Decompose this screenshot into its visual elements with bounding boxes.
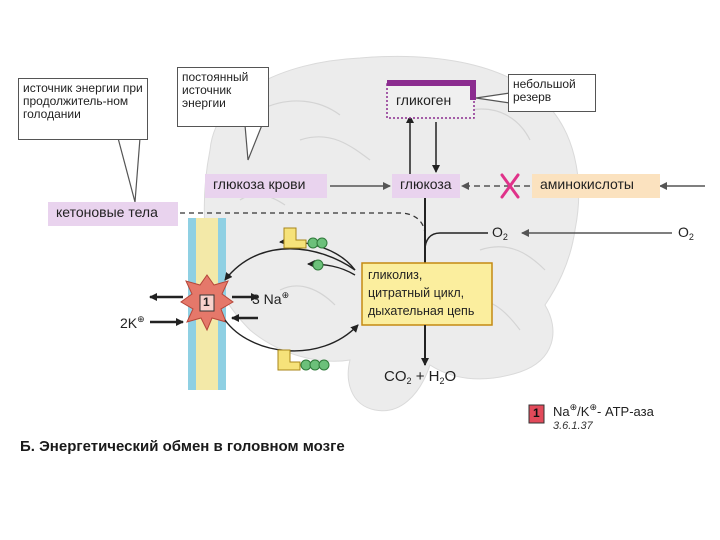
- legend-badge: [528, 404, 545, 424]
- callout-small-reserve: небольшой резерв: [508, 74, 596, 112]
- callout-small-reserve-text: небольшой резерв: [513, 77, 576, 104]
- figure-caption: Б. Энергетический обмен в головном мозге: [20, 438, 345, 455]
- legend-na-charge: ⊕: [569, 402, 578, 412]
- blood-glucose-node: глюкоза крови: [205, 174, 327, 198]
- legend-number: 1: [533, 406, 540, 420]
- callout-pointer-starvation: [117, 137, 141, 203]
- brain-folds: [239, 100, 546, 331]
- atp-arc-top: [224, 248, 356, 281]
- glucose-label: глюкоза: [400, 176, 452, 192]
- o2-inner-subscript: 2: [502, 232, 508, 242]
- glycogen-box: [386, 83, 475, 119]
- o2-outer-subscript: 2: [688, 232, 694, 242]
- pump-number: 1: [203, 295, 210, 309]
- atp-molecule-top: [283, 227, 328, 249]
- callout-starvation: источник энергии при продолжитель-ном го…: [18, 78, 148, 140]
- phosphate-single: [312, 259, 324, 271]
- na-charge: ⊕: [281, 290, 290, 300]
- process-line-glycolysis: гликолиз,: [368, 268, 423, 282]
- o2-outer-symbol: O: [678, 224, 689, 240]
- glycogen-box-sidebar: [470, 80, 476, 100]
- callout-constant-text: постоянный источник энергии: [182, 70, 249, 110]
- o2-inner-symbol: O: [492, 224, 503, 240]
- na-ion-text: 3 Na: [252, 291, 282, 307]
- callout-pointer-constant: [244, 124, 263, 161]
- ketone-bodies-label: кетоновые тела: [56, 204, 158, 220]
- process-box: [361, 262, 493, 326]
- atp-arc-mid: [307, 260, 356, 276]
- legend-ec-number: 3.6.1.37: [553, 420, 593, 432]
- process-line-citrate: цитратный цикл,: [368, 286, 465, 300]
- legend-enzyme-na: Na: [553, 404, 570, 419]
- products-label: CO2 + H2O: [384, 368, 456, 386]
- legend-k-charge: ⊕: [589, 402, 598, 412]
- h2o-h-symbol: H: [428, 368, 440, 385]
- na-ion-label: 3 Na⊕: [252, 290, 289, 307]
- amino-acids-label: аминокислоты: [540, 176, 634, 192]
- legend-enzyme-k: /K: [577, 404, 590, 419]
- callout-constant: постоянный источник энергии: [177, 67, 269, 127]
- blood-glucose-label: глюкоза крови: [213, 176, 306, 192]
- h2o-subscript: 2: [439, 376, 445, 386]
- pump-badge: [199, 294, 215, 312]
- o2-to-process-line: [424, 232, 488, 251]
- k-charge: ⊕: [137, 314, 145, 324]
- co2-subscript: 2: [406, 376, 412, 386]
- co2-symbol: CO: [384, 368, 407, 385]
- atp-molecule-bottom: [277, 349, 330, 371]
- o2-outer-label: O2: [678, 224, 694, 242]
- glycogen-label: гликоген: [396, 92, 452, 108]
- k-ion-text: 2K: [120, 315, 138, 331]
- process-box-text: гликолиз, цитратный цикл, дыхательная це…: [368, 266, 474, 320]
- plus-sign: +: [415, 368, 425, 385]
- amino-acids-node: аминокислоты: [532, 174, 660, 198]
- process-line-respiratory: дыхательная цепь: [368, 304, 475, 318]
- legend-enzyme-atpase: - АТР-аза: [597, 404, 654, 419]
- ketone-bodies-node: кетоновые тела: [48, 202, 178, 226]
- glycogen-box-topbar: [387, 80, 474, 86]
- o2-inner-label: O2: [492, 224, 508, 242]
- k-ion-label: 2K⊕: [120, 314, 145, 331]
- callout-starvation-text: источник энергии при продолжитель-ном го…: [23, 81, 143, 121]
- h2o-o-symbol: O: [444, 368, 457, 385]
- glucose-node: глюкоза: [392, 174, 460, 198]
- legend-enzyme: Na⊕/K⊕- АТР-аза: [553, 402, 654, 419]
- blocked-x-mark: [500, 173, 520, 199]
